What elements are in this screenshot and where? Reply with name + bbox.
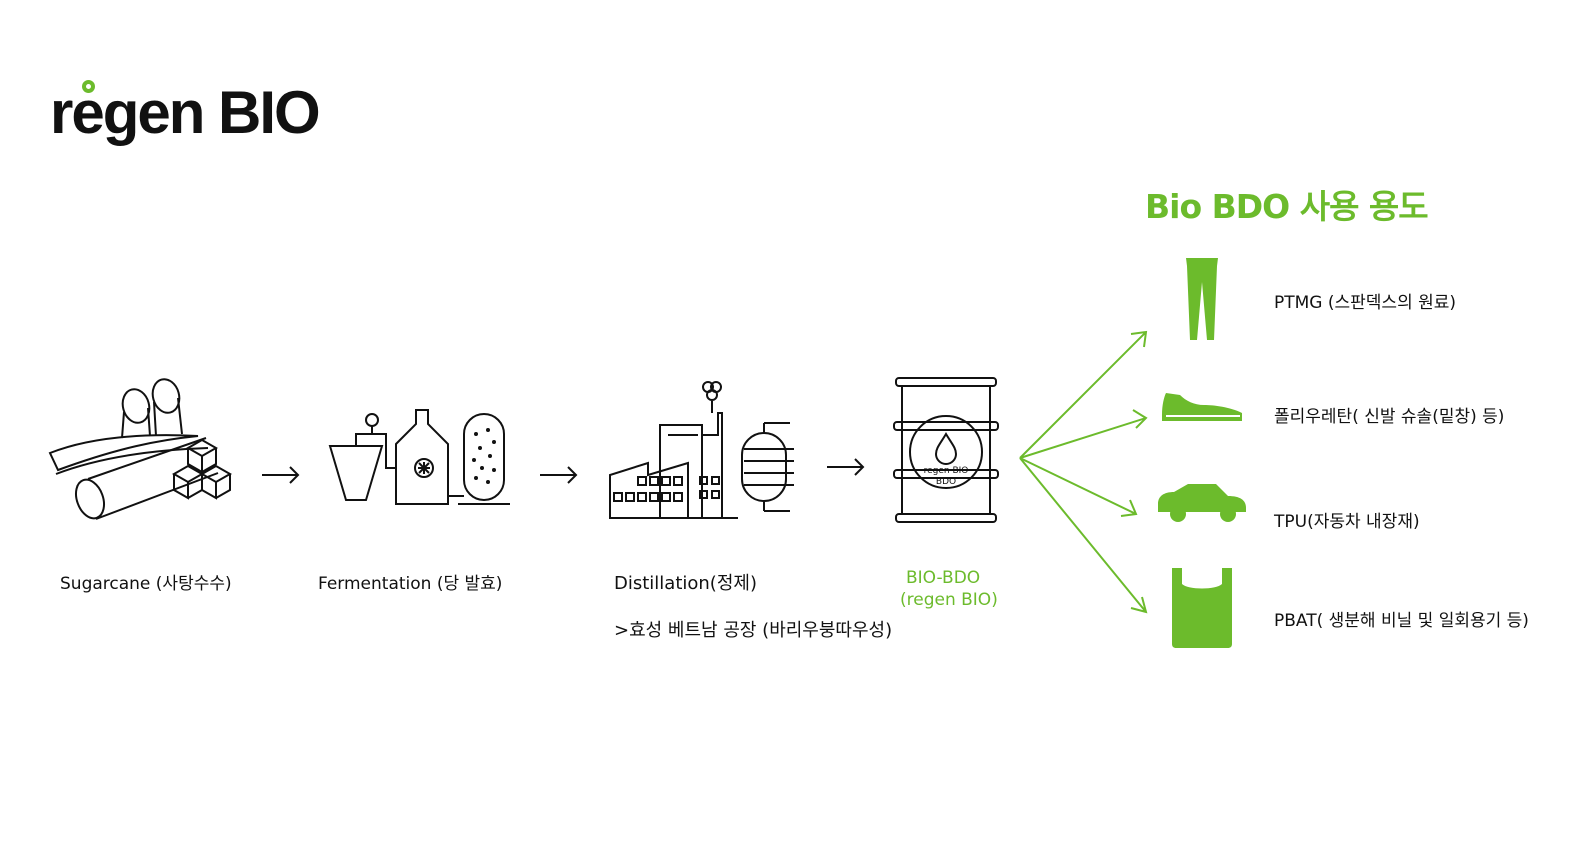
fermentation-icon (328, 409, 510, 505)
barrel-product-text: BDO (936, 477, 956, 487)
sugarcane-icon (48, 378, 233, 520)
logo-dot-icon (82, 80, 95, 93)
step-label-fermentation: Fermentation (당 발효) (318, 574, 503, 594)
uses-title: Bio BDO 사용 용도 (1145, 187, 1429, 226)
arrow-right-icon (827, 458, 865, 476)
arrow-right-icon (540, 466, 578, 484)
barrel-icon: regen BIO BDO (893, 377, 999, 523)
car-icon (1158, 484, 1246, 522)
plastic-bag-icon (1172, 568, 1232, 648)
barrel-brand-text: regen BIO (924, 466, 969, 476)
brand-logo: regen BIO (50, 79, 321, 146)
step-note-distillation: >효성 베트남 공장 (바리우붕따우성) (614, 620, 893, 641)
step-label-bdo-sub: (regen BIO) (900, 590, 998, 610)
factory-icon (609, 381, 794, 519)
step-label-sugarcane: Sugarcane (사탕수수) (60, 574, 232, 594)
use-label-pbat: PBAT( 생분해 비닐 및 일회용기 등) (1274, 611, 1529, 631)
step-label-bdo: BIO-BDO (906, 568, 981, 588)
use-label-tpu: TPU(자동차 내장재) (1274, 512, 1420, 532)
sneaker-icon (1162, 393, 1242, 421)
use-label-polyurethane: 폴리우레탄( 신발 슈솔(밑창) 등) (1274, 407, 1505, 427)
leggings-icon (1186, 258, 1218, 340)
arrow-right-icon (262, 466, 300, 484)
use-label-ptmg: PTMG (스판덱스의 원료) (1274, 293, 1457, 313)
step-label-distillation: Distillation(정제) (614, 573, 757, 594)
